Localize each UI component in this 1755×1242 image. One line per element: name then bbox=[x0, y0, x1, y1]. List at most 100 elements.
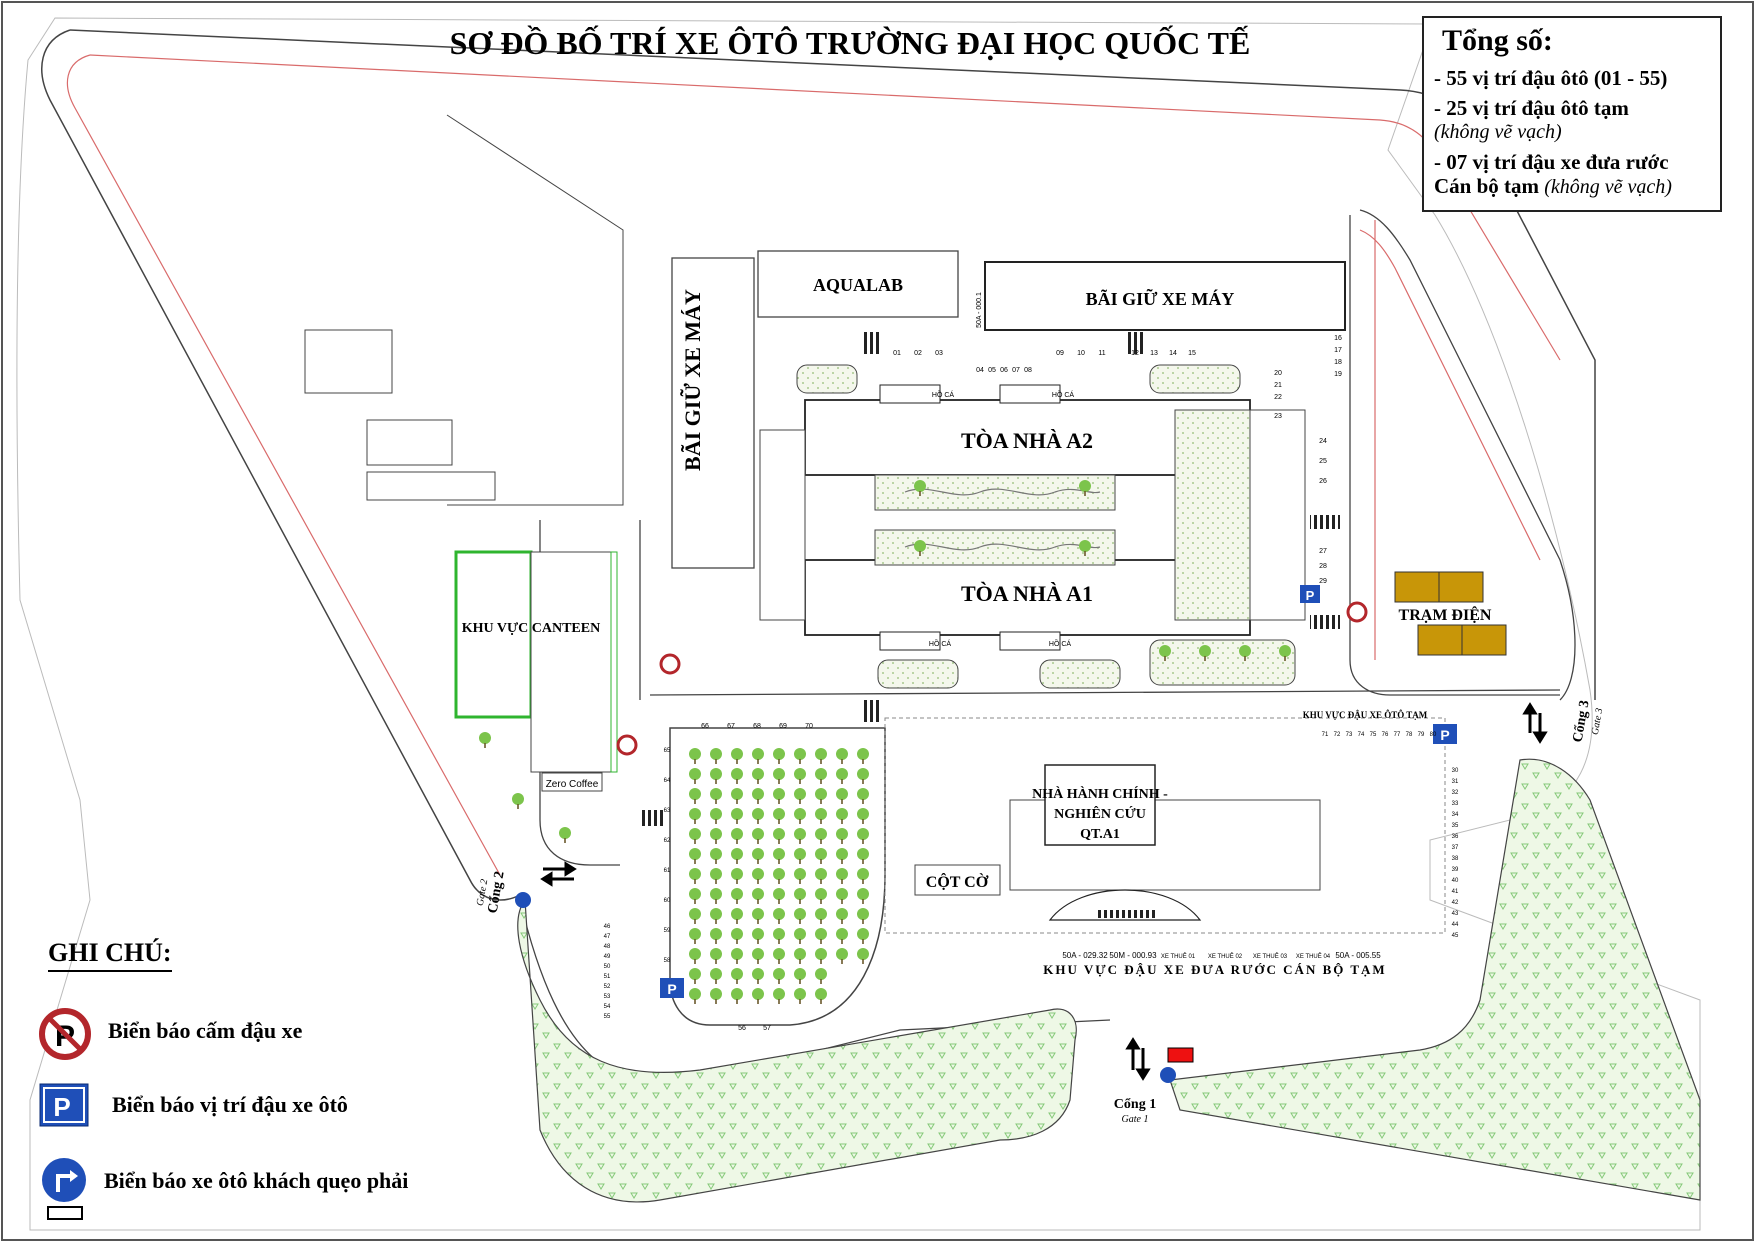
parking-spot-number: 51 bbox=[604, 974, 611, 980]
gate-1-en: Gate 1 bbox=[1122, 1114, 1149, 1125]
parking-spot-number: 13 bbox=[1150, 350, 1158, 357]
label-fish-pond-2: HỒ CÁ bbox=[1052, 389, 1075, 399]
parking-spot-number: 24 bbox=[1319, 438, 1327, 445]
legend-parking-sign-icon: P bbox=[39, 1083, 89, 1127]
parking-spot-number: 59 bbox=[664, 928, 671, 934]
parking-spot-number: 80 bbox=[1430, 732, 1437, 738]
parking-spot-number: 05 bbox=[988, 367, 996, 374]
parking-spot-number: 02 bbox=[914, 350, 922, 357]
summary-line-1: - 55 vị trí đậu ôtô (01 - 55) bbox=[1434, 66, 1668, 90]
crosswalks bbox=[640, 332, 1340, 826]
gate-3-en: Gate 3 bbox=[1590, 707, 1606, 735]
direction-arrow-icon bbox=[540, 702, 1548, 1081]
parking-spot-number: 49 bbox=[604, 954, 611, 960]
vacant-land bbox=[304, 114, 624, 506]
label-a1: TÒA NHÀ A1 bbox=[961, 581, 1093, 606]
label-flagpole: CỘT CỜ bbox=[926, 872, 989, 891]
label-admin-3: QT.A1 bbox=[1080, 827, 1120, 842]
legend-no-parking-icon: P bbox=[39, 1008, 91, 1060]
parking-spot-number: 55 bbox=[604, 1014, 611, 1020]
parking-spot-number: 72 bbox=[1334, 732, 1341, 738]
parking-spot-number: 28 bbox=[1319, 563, 1327, 570]
parking-spot-number: 12 bbox=[1131, 350, 1139, 357]
parking-spot-number: 34 bbox=[1452, 812, 1459, 818]
motorbike-parking-vertical bbox=[671, 257, 755, 569]
parking-spot-number: 14 bbox=[1169, 350, 1177, 357]
label-moto-vertical: BÃI GIỮ XE MÁY bbox=[680, 289, 705, 471]
parking-spot-number: 73 bbox=[1346, 732, 1353, 738]
label-fish-pond-3: HỒ CÁ bbox=[929, 638, 952, 648]
legend-no-parking: Biển báo cấm đậu xe bbox=[108, 1018, 303, 1043]
turn-right-icon bbox=[515, 892, 1176, 1083]
parking-spot-number: 75 bbox=[1370, 732, 1377, 738]
gate-1-label: Cổng 1 bbox=[1114, 1097, 1156, 1112]
svg-text:P: P bbox=[667, 981, 676, 997]
power-station bbox=[1394, 571, 1507, 656]
parking-spot-number: 74 bbox=[1358, 732, 1365, 738]
parking-spot-number: 63 bbox=[664, 808, 671, 814]
parking-spot-number: 29 bbox=[1319, 578, 1327, 585]
parking-spot-number: 37 bbox=[1452, 845, 1459, 851]
parking-spot-number: 21 bbox=[1274, 382, 1282, 389]
label-a2: TÒA NHÀ A2 bbox=[961, 428, 1093, 453]
legend-turn-right: Biển báo xe ôtô khách quẹo phải bbox=[104, 1168, 409, 1193]
parking-spot-number: 60 bbox=[664, 898, 671, 904]
parking-spot-number: 61 bbox=[664, 868, 671, 874]
parking-spot-number: 69 bbox=[779, 723, 787, 730]
summary-box: Tổng số: - 55 vị trí đậu ôtô (01 - 55) -… bbox=[1422, 16, 1722, 212]
legend-parking: Biển báo vị trí đậu xe ôtô bbox=[112, 1092, 348, 1117]
parking-spot-number: 39 bbox=[1452, 867, 1459, 873]
parking-spot-number: 10 bbox=[1077, 350, 1085, 357]
parking-spot-number: 36 bbox=[1452, 834, 1459, 840]
hire-1: XE THUÊ 01 bbox=[1161, 952, 1196, 960]
summary-line-2: - 25 vị trí đậu ôtô tạm bbox=[1434, 96, 1629, 120]
parking-spot-number: 07 bbox=[1012, 367, 1020, 374]
map-title: SƠ ĐỒ BỐ TRÍ XE ÔTÔ TRƯỜNG ĐẠI HỌC QUỐC … bbox=[450, 25, 1251, 61]
parking-spot-number: 65 bbox=[664, 748, 671, 754]
label-power-station: TRẠM ĐIỆN bbox=[1399, 606, 1492, 624]
summary-heading: Tổng số: bbox=[1442, 24, 1553, 57]
parking-spot-number: 17 bbox=[1334, 347, 1342, 354]
parking-spot-number: 71 bbox=[1322, 732, 1329, 738]
parking-spot-number: 19 bbox=[1334, 371, 1342, 378]
gate-1-marker bbox=[1167, 1047, 1194, 1063]
hire-4: XE THUÊ 04 bbox=[1296, 952, 1331, 960]
parking-spot-number: 11 bbox=[1098, 350, 1105, 357]
parking-spot-number: 27 bbox=[1319, 548, 1327, 555]
parking-spot-number: 15 bbox=[1188, 350, 1196, 357]
parking-spot-number: 08 bbox=[1024, 367, 1032, 374]
parking-spot-number: 70 bbox=[805, 723, 813, 730]
label-fish-pond-1: HỒ CÁ bbox=[932, 389, 955, 399]
parking-spot-number: 68 bbox=[753, 723, 761, 730]
summary-line-3: - 07 vị trí đậu xe đưa rước bbox=[1434, 150, 1669, 174]
parking-spot-number: 04 bbox=[976, 367, 984, 374]
summary-line-3b: Cán bộ tạm bbox=[1434, 174, 1540, 198]
parking-spot-number: 54 bbox=[604, 1004, 611, 1010]
parking-spot-number: 22 bbox=[1274, 394, 1282, 401]
parking-spot-number: 26 bbox=[1319, 478, 1327, 485]
parking-spot-number: 47 bbox=[604, 934, 611, 940]
label-admin-2: NGHIÊN CỨU bbox=[1054, 805, 1146, 822]
parking-spot-number: 18 bbox=[1334, 359, 1342, 366]
parking-spot-number: 31 bbox=[1452, 779, 1459, 785]
plate-3: 50A - 005.55 bbox=[1335, 951, 1381, 960]
label-zero-coffee: Zero Coffee bbox=[546, 779, 599, 790]
svg-text:P: P bbox=[1440, 727, 1449, 743]
parking-spot-number: 64 bbox=[664, 778, 671, 784]
hire-3: XE THUÊ 03 bbox=[1253, 952, 1288, 960]
label-fish-pond-4: HỒ CÁ bbox=[1049, 638, 1072, 648]
parking-sign-icon: P P P bbox=[660, 585, 1457, 998]
outer-road bbox=[41, 29, 521, 901]
legend-turn-right-icon bbox=[42, 1158, 86, 1220]
parking-spot-number: 46 bbox=[604, 924, 611, 930]
parking-spot-number: 50 bbox=[604, 964, 611, 970]
parking-spot-number: 44 bbox=[1452, 922, 1459, 928]
flagpole-box bbox=[914, 864, 1001, 896]
parking-spot-number: 09 bbox=[1056, 350, 1064, 357]
canteen-area bbox=[454, 550, 618, 792]
parking-spot-number: 40 bbox=[1452, 878, 1459, 884]
parking-spot-number: 77 bbox=[1394, 732, 1401, 738]
parking-spot-number: 35 bbox=[1452, 823, 1459, 829]
aqualab-building bbox=[757, 250, 959, 318]
